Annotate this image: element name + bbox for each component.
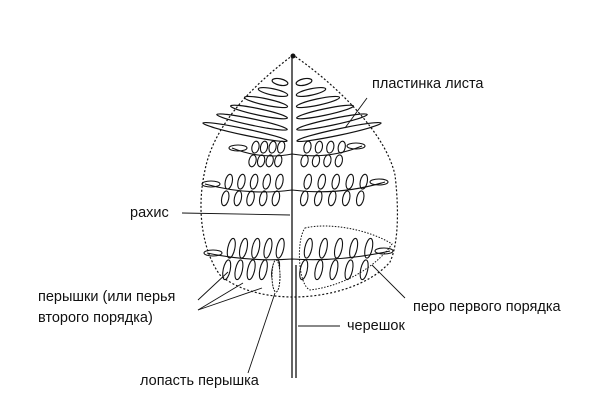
lobe-right	[295, 95, 341, 109]
pinnule	[341, 190, 351, 207]
lobe-right	[296, 113, 368, 131]
pinnule	[359, 173, 369, 190]
label-pinnules-2: второго порядка)	[38, 310, 153, 326]
leader-lines	[181, 97, 406, 374]
pinnule	[271, 190, 281, 207]
pinnule-tip	[203, 249, 223, 257]
upper-lobes	[202, 77, 382, 143]
pinnule	[259, 140, 269, 154]
pinnule	[276, 140, 286, 154]
pinnule	[222, 259, 232, 281]
pinnule	[303, 140, 312, 154]
pinnule	[263, 237, 273, 259]
pinnule	[334, 154, 344, 168]
blade-outline	[200, 54, 399, 298]
pinnule	[299, 259, 309, 281]
lobe-left	[216, 113, 288, 131]
pinnule	[258, 259, 268, 281]
pinnule	[326, 140, 335, 154]
pinnule-tip	[346, 142, 366, 150]
pinnule	[265, 154, 274, 168]
pinnule	[274, 154, 283, 168]
lobe-right	[296, 104, 354, 120]
pinnule	[345, 173, 355, 190]
pinnule-tip	[201, 180, 221, 188]
pinnule	[262, 173, 272, 190]
label-pinnule-lobe: лопасть перышка	[140, 373, 259, 389]
pinnule-tip	[369, 178, 389, 186]
pinnule	[337, 140, 346, 154]
pinnule	[333, 237, 344, 259]
pinnule	[224, 173, 234, 190]
pinnule	[248, 154, 257, 168]
pinnule	[251, 140, 260, 154]
pinnule-lobe	[271, 259, 281, 293]
pinna-axis	[206, 250, 391, 261]
pinnae	[201, 140, 394, 281]
pinnule	[311, 154, 321, 168]
pinnule	[318, 237, 328, 259]
pinnule	[303, 237, 313, 259]
pinnule-tip	[374, 247, 394, 255]
pinnule	[234, 259, 244, 281]
lobe-left	[202, 121, 288, 143]
label-blade: пластинка листа	[372, 76, 484, 92]
pinnule	[359, 259, 369, 281]
lobe-left	[257, 86, 289, 98]
label-petiole: черешок	[347, 318, 405, 334]
pinnule	[355, 190, 365, 207]
pinnule	[226, 237, 236, 259]
pinnule	[329, 259, 339, 281]
pinnule	[314, 140, 324, 154]
pinnule	[275, 237, 285, 259]
label-pinnules-1: перышки (или перья	[38, 289, 176, 305]
pinnule	[246, 190, 255, 207]
pinnule	[317, 173, 327, 190]
pinnule	[331, 173, 341, 190]
pinnule	[220, 190, 230, 207]
pinnule	[258, 190, 268, 207]
pinna-axis	[204, 181, 386, 193]
pinnule	[299, 190, 309, 207]
pinnule	[256, 154, 266, 168]
pinnule	[300, 154, 309, 168]
label-pinna: перо первого порядка	[413, 299, 561, 315]
pinnule	[268, 140, 277, 154]
lobe-right	[295, 86, 327, 98]
pinnule	[237, 173, 246, 190]
label-rachis: рахис	[130, 205, 169, 221]
pinnule-tip	[228, 144, 248, 152]
pinnule	[349, 237, 359, 259]
pinnule	[344, 259, 354, 281]
pinnule	[238, 237, 249, 259]
pinnule	[314, 259, 324, 281]
pinnule	[249, 173, 259, 190]
lobe-left	[271, 77, 289, 87]
lobe-left	[243, 95, 289, 109]
pinnule	[251, 237, 261, 259]
lobe-left	[230, 104, 288, 120]
pinnule	[313, 190, 323, 207]
pinnule	[364, 237, 374, 259]
pinnule	[275, 173, 284, 190]
pinnule	[323, 154, 332, 168]
pinnule	[246, 259, 256, 281]
pinnule	[327, 190, 337, 207]
pinna-outline	[298, 225, 393, 291]
lobe-right	[295, 77, 313, 87]
pinnule	[233, 190, 243, 207]
lobe-right	[296, 121, 382, 143]
pinnule	[303, 173, 313, 190]
